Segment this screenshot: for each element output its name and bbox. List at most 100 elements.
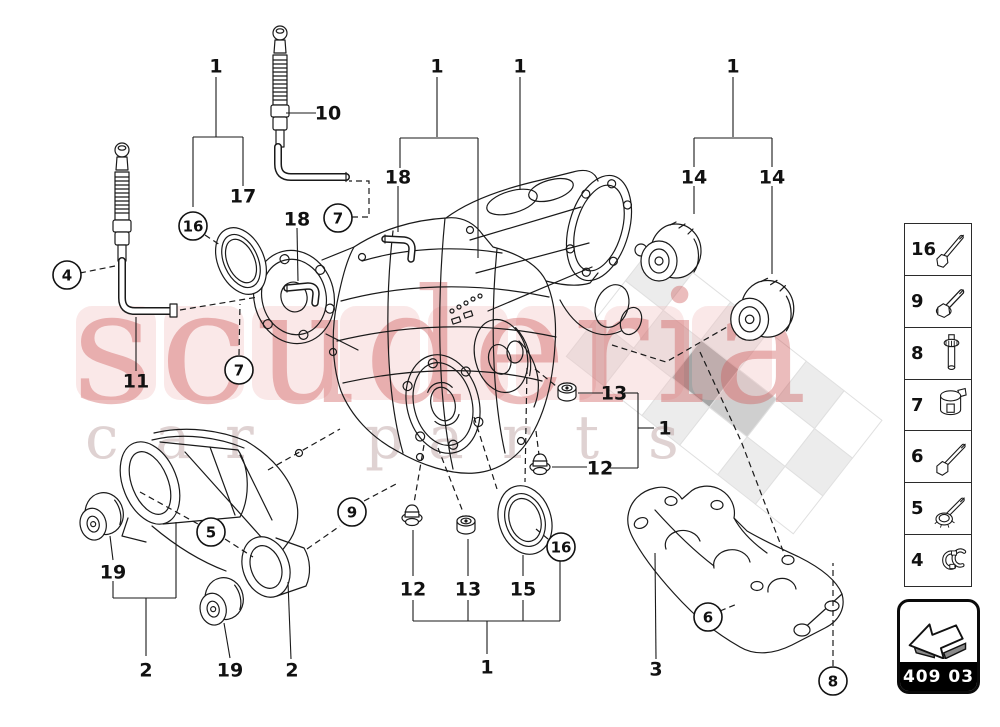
watermark-letter: s <box>648 403 679 473</box>
stud-icon <box>943 334 960 371</box>
sidebar-item-7: 7 <box>905 379 971 432</box>
hex-bolt-icon <box>935 289 965 319</box>
callout-label-1: 1 <box>430 56 443 78</box>
callout-label-11: 11 <box>123 371 149 393</box>
direction-arrow-icon <box>900 602 977 662</box>
bushing-19a <box>73 488 129 544</box>
callout-label-5: 5 <box>206 524 216 542</box>
callout-label-2: 2 <box>285 660 298 682</box>
part-number-label: 16 <box>911 238 937 260</box>
callout-label-1: 1 <box>726 56 739 78</box>
section-code-label: 409 03 <box>900 662 977 691</box>
mount-bracket-2 <box>119 428 311 598</box>
part-number-label: 9 <box>911 290 924 312</box>
sidebar-item-4: 4 <box>905 535 971 587</box>
callout-label-7: 7 <box>333 210 343 228</box>
callout-label-16: 16 <box>551 539 572 557</box>
part-number-label: 7 <box>911 394 924 416</box>
callout-label-2: 2 <box>139 660 152 682</box>
callout-circle-5 <box>196 517 226 547</box>
callout-label-15: 15 <box>510 579 536 601</box>
callout-label-10: 10 <box>315 103 341 125</box>
watermark-tile <box>516 306 596 400</box>
callout-label-17: 17 <box>230 186 256 208</box>
callout-label-13: 13 <box>601 383 627 405</box>
hardware-parts-sidebar: 16 9 8 <box>904 223 972 587</box>
leader-lines-dashed <box>79 180 834 666</box>
callout-label-12: 12 <box>587 458 613 480</box>
watermark-letter: t <box>575 403 599 473</box>
drain-plug-12b <box>401 504 423 527</box>
long-bolt-icon <box>936 235 964 269</box>
callout-label-8: 8 <box>828 673 838 691</box>
callout-circle-4 <box>52 260 82 290</box>
flange-bolt-icon <box>934 497 965 528</box>
callout-label-14: 14 <box>681 167 707 189</box>
callout-label-14: 14 <box>759 167 785 189</box>
watermark-letter: c <box>85 403 119 473</box>
callout-label-1: 1 <box>209 56 222 78</box>
sidebar-item-16: 16 <box>905 224 971 276</box>
mount-bracket-3 <box>627 485 844 654</box>
callout-label-18: 18 <box>284 209 310 231</box>
plug-13a <box>557 382 577 402</box>
sidebar-item-9: 9 <box>905 275 971 328</box>
callout-label-1: 1 <box>658 418 671 440</box>
part-number-label: 5 <box>911 498 924 520</box>
watermark-letter: p <box>365 403 403 473</box>
callout-label-9: 9 <box>347 504 357 522</box>
dipstick-tube-11 <box>118 257 178 318</box>
drain-plug-12a <box>529 453 551 476</box>
callout-circle-7 <box>224 355 254 385</box>
callout-label-19: 19 <box>100 562 126 584</box>
section-code-box: 409 03 <box>897 599 980 694</box>
checkered-flag <box>565 242 883 535</box>
sidebar-item-8: 8 <box>905 327 971 380</box>
callout-label-18: 18 <box>385 167 411 189</box>
callout-label-7: 7 <box>234 362 244 380</box>
watermark-tile <box>164 306 244 400</box>
retaining-clip-icon <box>942 547 967 570</box>
callout-label-1: 1 <box>480 657 493 679</box>
callout-label-12: 12 <box>400 579 426 601</box>
callout-label-3: 3 <box>649 659 662 681</box>
callout-label-1: 1 <box>513 56 526 78</box>
leader-lines-solid <box>109 77 773 660</box>
bushing-19b <box>193 573 249 629</box>
callout-circle-7 <box>323 203 353 233</box>
part-number-label: 4 <box>911 550 924 572</box>
callout-label-16: 16 <box>183 218 204 236</box>
plug-13b <box>456 515 476 535</box>
seal-ring-15 <box>497 485 553 555</box>
hex-bolt-long-icon <box>936 443 966 476</box>
breather-fitting-18b <box>381 234 416 263</box>
dipstick-part-11 <box>112 142 132 262</box>
callout-circle-8 <box>818 666 848 696</box>
sidebar-item-6: 6 <box>905 431 971 484</box>
clamp-icon <box>939 387 967 416</box>
differential-housing <box>252 217 557 474</box>
exploded-view-artwork <box>73 25 844 654</box>
part-number-label: 6 <box>911 446 924 468</box>
callout-label-4: 4 <box>62 267 72 285</box>
callout-label-13: 13 <box>455 579 481 601</box>
seal-ring-17 <box>215 227 267 295</box>
flag-cell <box>754 465 824 535</box>
breather-fitting-18a <box>283 282 320 307</box>
sidebar-item-5: 5 <box>905 483 971 536</box>
watermark-letter: a <box>428 403 464 473</box>
callout-label-19: 19 <box>217 660 243 682</box>
bushing-14a <box>640 221 702 282</box>
gearbox-housing <box>445 169 653 336</box>
dipstick-part-10 <box>270 25 290 148</box>
watermark-tile <box>604 306 684 400</box>
callout-circle-6 <box>693 602 723 632</box>
callout-label-6: 6 <box>703 609 713 627</box>
part-number-label: 8 <box>911 342 924 364</box>
callout-circle-16 <box>546 532 576 562</box>
callout-circle-9 <box>337 497 367 527</box>
